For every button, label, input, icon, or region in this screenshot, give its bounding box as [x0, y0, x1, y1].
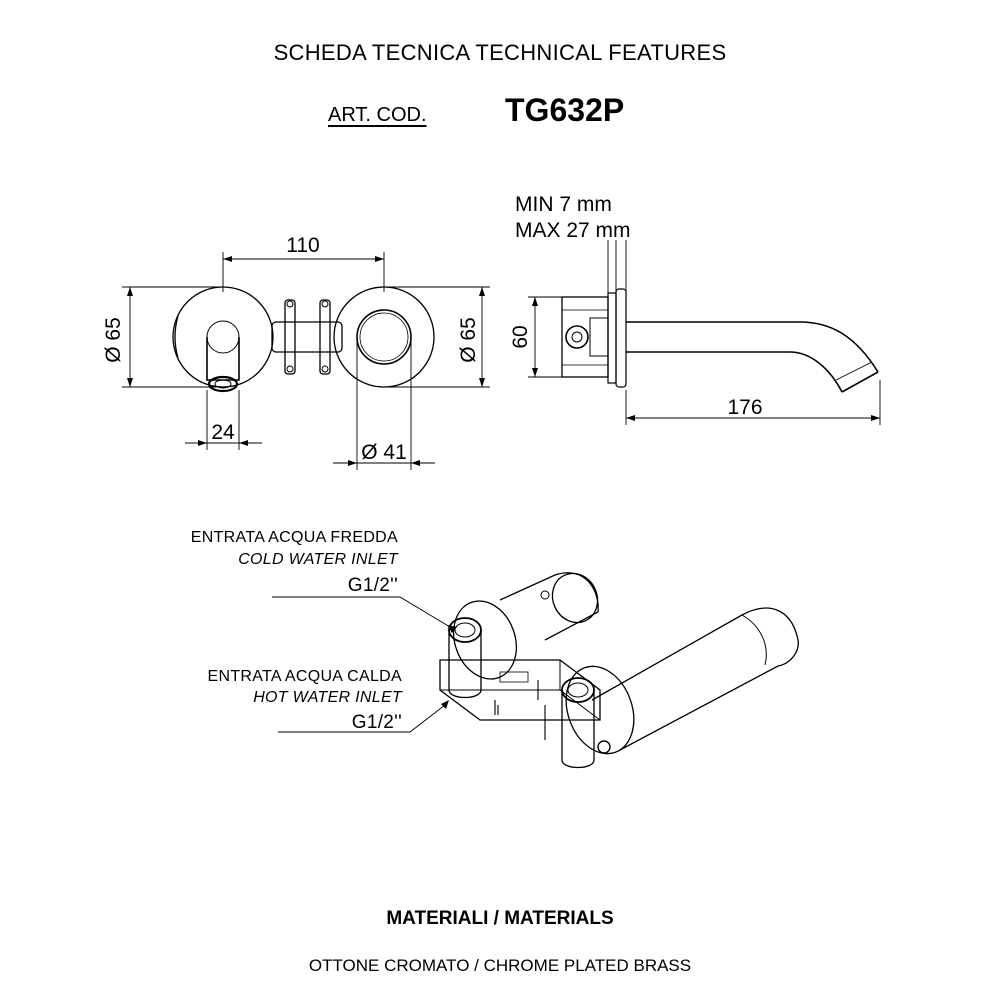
hot-inlet-label-en: HOT WATER INLET — [253, 689, 403, 706]
side-spout — [626, 321, 879, 373]
article-code-label: ART. COD. — [328, 104, 427, 126]
spout-dimension: 24 — [211, 421, 235, 444]
iso-rosette-lower — [565, 665, 635, 755]
handle-diameter-dimension: Ø 41 — [361, 441, 407, 464]
wall-plate — [615, 288, 627, 388]
right-diameter-dimension: Ø 65 — [457, 317, 480, 363]
hot-inlet-label-it: ENTRATA ACQUA CALDA — [208, 668, 403, 685]
iso-rosette-upper — [453, 600, 517, 680]
min-thickness: MIN 7 mm — [515, 193, 612, 216]
side-view — [528, 240, 881, 425]
page-title: SCHEDA TECNICA TECHNICAL FEATURES — [273, 40, 727, 65]
handle-rosette — [333, 286, 435, 388]
iso-spout — [591, 607, 799, 751]
article-code: TG632P — [505, 92, 625, 128]
isometric-view — [272, 572, 799, 769]
cold-inlet-label-en: COLD WATER INLET — [238, 551, 399, 568]
length-dimension: 176 — [727, 396, 762, 419]
cold-inlet-thread: G1/2'' — [348, 575, 398, 596]
front-view — [122, 252, 490, 470]
hot-inlet-thread: G1/2'' — [352, 712, 402, 733]
max-thickness: MAX 27 mm — [515, 219, 631, 242]
handle — [356, 309, 412, 365]
cold-inlet-label-it: ENTRATA ACQUA FREDDA — [191, 529, 398, 546]
spout-rosette — [172, 286, 274, 388]
width-dimension: 110 — [286, 234, 319, 257]
materials-text: OTTONE CROMATO / CHROME PLATED BRASS — [308, 956, 692, 975]
spout-outlet — [207, 375, 239, 393]
materials-title: MATERIALI / MATERIALS — [386, 908, 614, 929]
height-dimension: 60 — [509, 325, 532, 348]
connecting-body — [271, 321, 343, 353]
left-diameter-dimension: Ø 65 — [102, 317, 125, 363]
